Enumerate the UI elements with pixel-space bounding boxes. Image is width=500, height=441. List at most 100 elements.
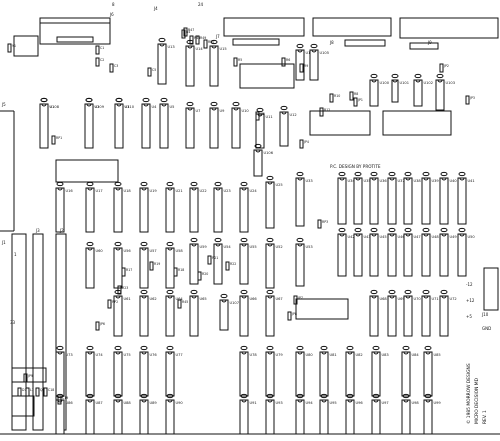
bypass-capacitor [190,237,198,243]
chip-ref-label: U67 [276,297,283,301]
passive-body [183,27,188,37]
connector-j7[interactable] [223,17,305,46]
passive-ref-label: R5 [238,58,242,62]
chip-notch [241,295,247,299]
passive-ref-label: R23 [122,286,128,290]
bypass-capacitor [404,227,412,233]
chip-body [157,43,167,85]
chip-notch [339,177,345,181]
chip-ref-label: U17 [96,189,103,193]
chip-ref-label: U39 [432,179,440,183]
chip-u72: U72 [439,289,457,337]
chip-ref-label: U96 [356,401,364,405]
chip-notch [281,111,287,115]
chip-u69: U69 [387,289,405,337]
chip-body [139,187,149,233]
chip-ref-label: U9 [220,109,226,113]
chip-body [55,399,65,435]
connector-j9[interactable] [399,17,499,50]
passive-c3: C3 [109,63,118,73]
connector-j6[interactable] [39,17,111,45]
passive-l1: L1 [25,387,34,397]
chip-ref-label: U57 [150,249,157,253]
chip-u55: U55 [239,237,257,285]
passive-r9: R9 [299,63,308,73]
passive-body [197,271,202,281]
chip-u103: U103 [435,73,455,111]
chip-notch [57,187,63,191]
passive-body [109,63,114,73]
bypass-capacitor [346,393,354,399]
passive-ref-label: L1 [30,388,34,392]
chip-ref-label: U79 [276,353,284,357]
chip-ref-label: U15 [220,47,227,51]
chip-u81: U81 [319,345,337,397]
chip-u15: U15 [209,39,227,87]
chip-notch [405,295,411,299]
rail-label-m12: -12 [466,282,473,287]
chip-ref-label: U109 [95,105,105,109]
chip-u96: U96 [345,393,364,435]
chip-body [141,103,151,149]
bypass-capacitor [85,97,93,103]
passive-r12: R12 [319,107,330,117]
chip-notch [321,351,327,355]
chip-notch [141,187,147,191]
chip-notch [347,399,353,403]
bypass-capacitor [114,345,122,351]
chip-notch [215,243,221,247]
connector-j1[interactable] [11,233,27,431]
chip-u40: U40 [439,171,457,225]
chip-notch [221,299,227,303]
passive-ref-label: C5 [152,68,156,72]
bypass-capacitor [296,43,304,49]
passive-body [177,299,182,309]
chip-ref-label: U72 [450,297,457,301]
passive-y1: Y1 [7,43,16,53]
chip-body [369,177,379,225]
connector-j10[interactable] [483,267,499,311]
chip-body [165,399,175,435]
bypass-capacitor [240,289,248,295]
connector-j8[interactable] [312,17,392,47]
chip-body [219,299,229,331]
passive-body [287,311,292,321]
chip-ref-label: U78 [250,353,258,357]
chip-ref-label: U41 [468,179,475,183]
chip-notch [459,233,465,237]
chip-body [265,351,275,397]
chip-body [319,399,329,435]
bypass-capacitor [56,181,64,187]
bypass-capacitor [422,171,430,177]
chip-body [295,399,305,435]
chip-body [185,45,195,87]
chip-u41: U41 [457,171,475,225]
chip-body [231,107,241,149]
chip-body [421,177,431,225]
chip-u4: U4 [141,97,157,149]
chip-notch [241,351,247,355]
chip-u77: U77 [165,345,183,397]
chip-notch [371,177,377,181]
chip-ref-label: U86 [66,401,74,405]
bypass-capacitor [338,227,346,233]
bypass-capacitor [240,237,248,243]
chip-ref-label: U81 [330,353,337,357]
chip-u87: U87 [85,393,103,435]
passive-body [319,107,324,117]
chip-u108: U108 [39,97,60,149]
bypass-capacitor [210,101,218,107]
chip-u76: U76 [139,345,157,397]
chip-u16: U16 [55,181,73,233]
chip-body [337,177,347,225]
bypass-capacitor [158,37,166,43]
chip-body [39,103,49,149]
chip-ref-label: U50 [468,235,476,239]
left-edge-label-1: 1 [14,252,17,257]
chip-body [413,79,423,107]
chip-body [209,107,219,149]
chip-body [403,233,413,277]
connector-j2[interactable] [32,233,44,431]
chip-ref-label: U11 [266,115,273,119]
